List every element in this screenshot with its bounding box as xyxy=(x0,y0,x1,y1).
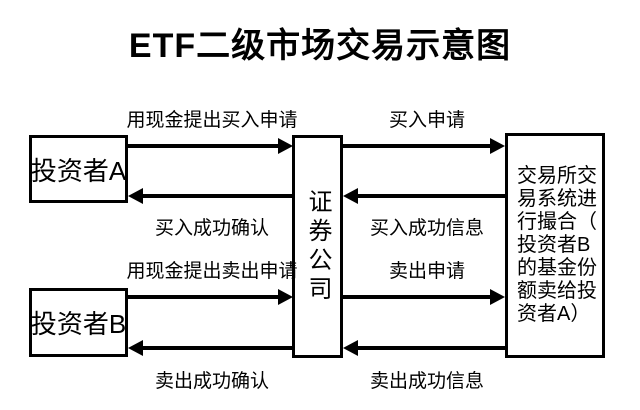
label-buy-request-cash: 用现金提出买入申请 xyxy=(126,110,298,131)
label-sell-success-info: 卖出成功信息 xyxy=(369,371,484,392)
exchange-text-line: 易系统进 xyxy=(517,188,597,210)
arrow-shaft xyxy=(354,346,505,350)
exchange-system-box: 交易所交 易系统进 行撮合（ 投资者B 的基金份 额卖给投 资者A） xyxy=(505,133,605,358)
arrow-buy-success-info xyxy=(343,188,505,204)
exchange-text-line: 的基金份 xyxy=(517,257,597,279)
arrowhead-right-icon xyxy=(278,289,293,305)
arrow-shaft xyxy=(128,295,282,299)
page-title: ETF二级市场交易示意图 xyxy=(128,27,512,65)
arrowhead-right-icon xyxy=(490,289,505,305)
exchange-text-line: 额卖给投 xyxy=(517,280,597,302)
label-buy-success-info: 买入成功信息 xyxy=(369,218,484,239)
exchange-text-line: 投资者B xyxy=(517,234,591,256)
investor-b-box: 投资者B xyxy=(29,288,128,357)
arrowhead-left-icon xyxy=(343,340,358,356)
investor-b-label: 投资者B xyxy=(30,309,127,339)
arrow-sell-request-cash xyxy=(128,289,293,305)
arrowhead-left-icon xyxy=(128,188,143,204)
securities-company-label: 证券公司 xyxy=(304,188,331,305)
arrow-sell-request xyxy=(343,289,505,305)
arrowhead-left-icon xyxy=(343,188,358,204)
label-buy-request: 买入申请 xyxy=(388,110,465,131)
arrow-buy-request xyxy=(343,138,505,154)
arrow-shaft xyxy=(343,295,494,299)
exchange-text-line: 交易所交 xyxy=(517,165,597,187)
securities-company-box: 证券公司 xyxy=(292,135,343,358)
investor-a-label: 投资者A xyxy=(30,155,127,186)
arrowhead-left-icon xyxy=(128,340,143,356)
label-sell-request: 卖出申请 xyxy=(388,261,465,282)
label-sell-request-cash: 用现金提出卖出申请 xyxy=(126,261,298,282)
arrow-sell-confirm xyxy=(128,340,293,356)
label-sell-confirm: 卖出成功确认 xyxy=(154,371,269,392)
arrow-shaft xyxy=(139,194,293,198)
exchange-text-line: 行撮合（ xyxy=(517,211,597,233)
label-buy-confirm: 买入成功确认 xyxy=(154,218,269,239)
arrow-shaft xyxy=(343,144,494,148)
arrowhead-right-icon xyxy=(278,138,293,154)
arrow-shaft xyxy=(354,194,505,198)
arrow-buy-confirm xyxy=(128,188,293,204)
arrow-sell-success-info xyxy=(343,340,505,356)
arrow-shaft xyxy=(128,144,282,148)
exchange-text-line: 资者A） xyxy=(517,303,591,325)
arrow-buy-request-cash xyxy=(128,138,293,154)
investor-a-box: 投资者A xyxy=(29,135,128,203)
arrowhead-right-icon xyxy=(490,138,505,154)
arrow-shaft xyxy=(139,346,293,350)
